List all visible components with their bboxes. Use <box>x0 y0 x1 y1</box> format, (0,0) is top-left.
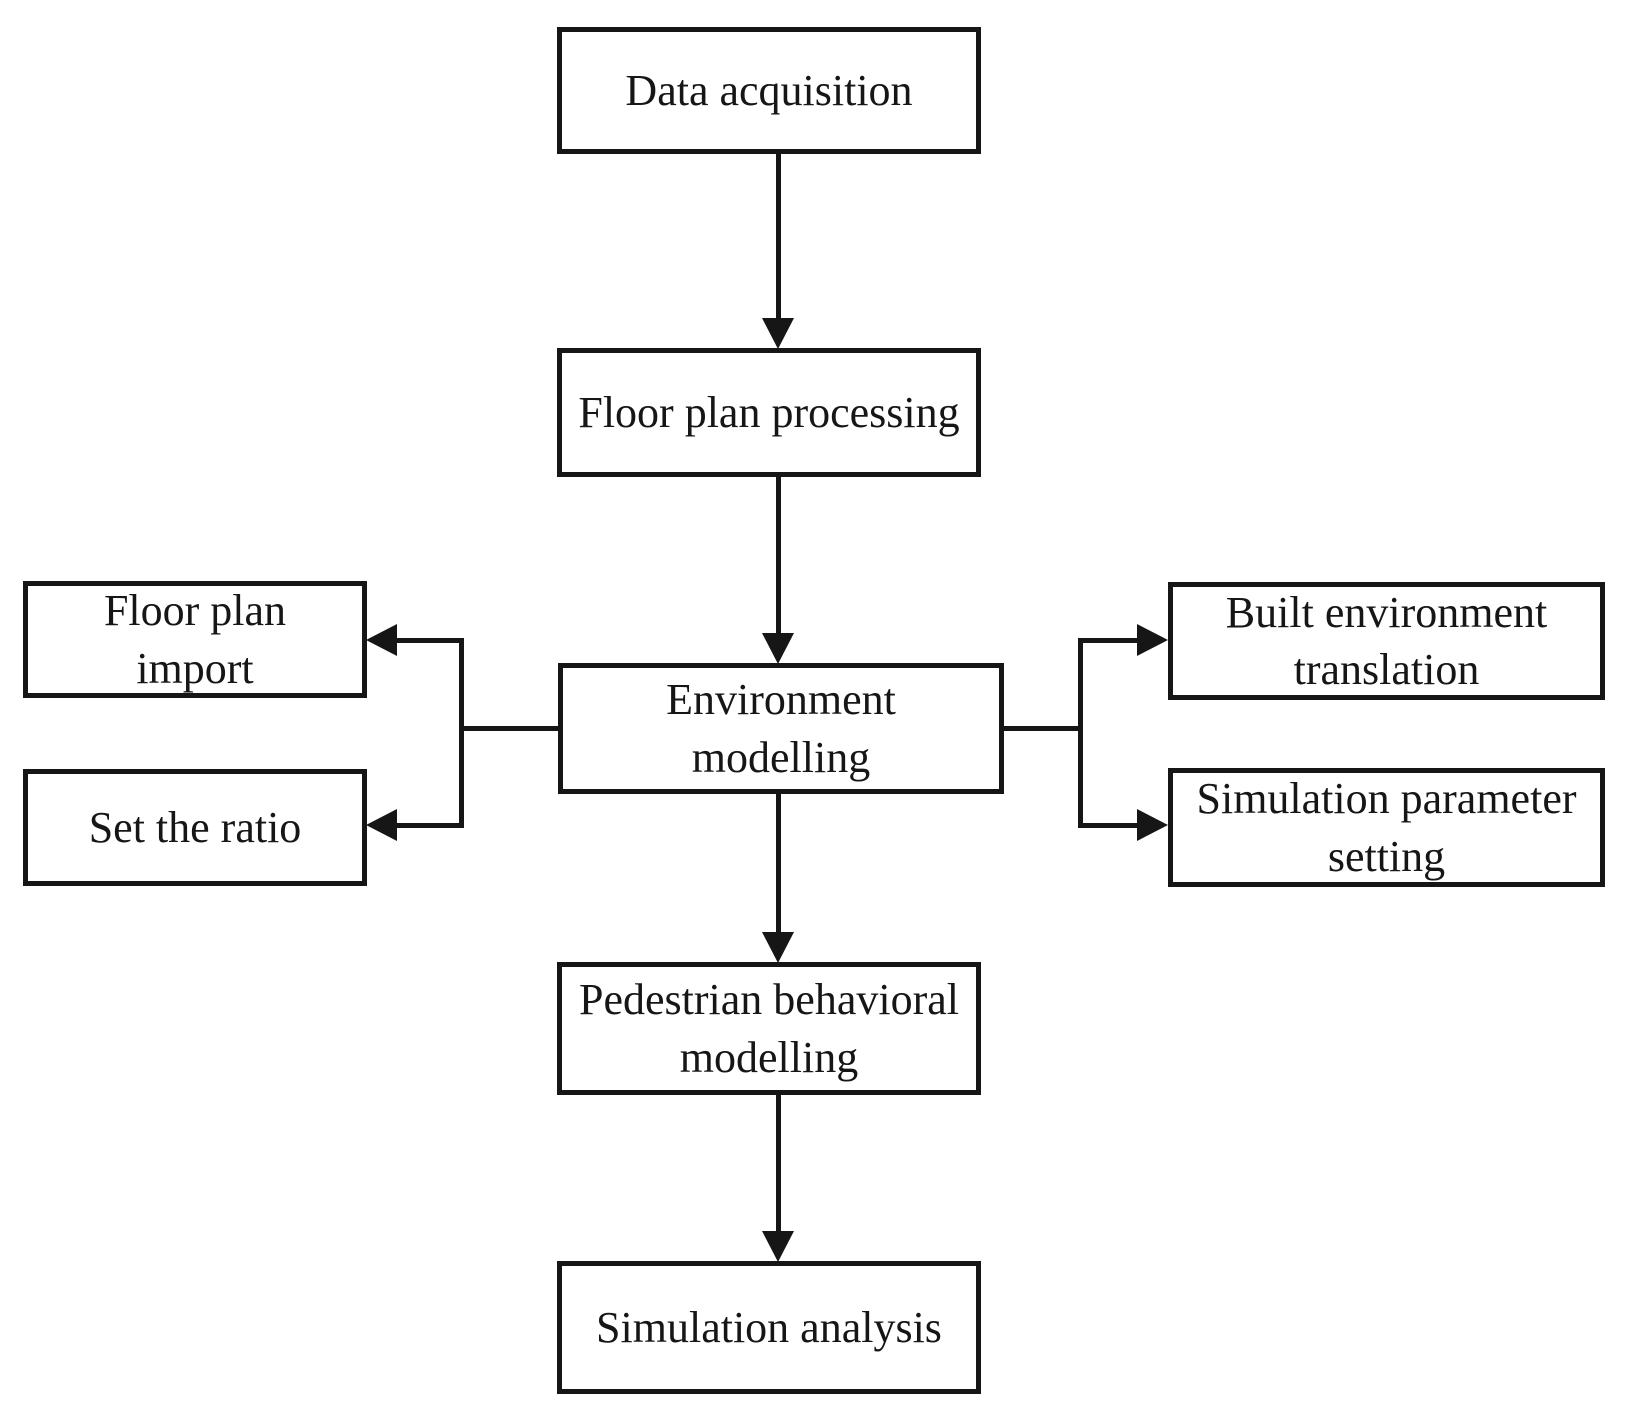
node-simulation-parameter-setting: Simulation parameter setting <box>1168 768 1605 887</box>
node-floor-plan-import: Floor plan import <box>23 581 367 698</box>
arrowhead-down-icon <box>762 932 794 963</box>
node-environment-modelling: Environment modelling <box>558 663 1004 794</box>
arrowhead-down-icon <box>762 633 794 664</box>
arrowhead-right-icon <box>1137 809 1168 841</box>
node-set-the-ratio: Set the ratio <box>23 769 367 886</box>
node-label: Simulation parameter setting <box>1196 774 1577 881</box>
node-floor-plan-processing: Floor plan processing <box>557 348 981 477</box>
edge-line-processing-to-environment <box>776 477 781 635</box>
edge-line-to-floor-plan-import <box>396 638 464 643</box>
edge-line-environment-to-pedestrian <box>776 794 781 934</box>
node-label: Set the ratio <box>88 802 302 852</box>
edge-line-left-branch-vertical <box>459 638 464 828</box>
node-pedestrian-behavioral-modelling: Pedestrian behavioral modelling <box>557 962 981 1095</box>
node-simulation-analysis: Simulation analysis <box>557 1261 981 1394</box>
node-label: Floor plan processing <box>578 387 960 437</box>
node-label: Floor plan import <box>103 586 287 693</box>
edge-line-environment-right-stub <box>1004 726 1080 731</box>
edge-line-pedestrian-to-analysis <box>776 1095 781 1233</box>
node-label: Simulation analysis <box>596 1302 942 1352</box>
arrowhead-left-icon <box>366 809 397 841</box>
edge-line-to-set-the-ratio <box>396 823 464 828</box>
edge-line-to-built-environment-translation <box>1078 638 1138 643</box>
node-built-environment-translation: Built environment translation <box>1168 582 1605 700</box>
edge-line-to-simulation-parameter-setting <box>1078 823 1138 828</box>
arrowhead-right-icon <box>1137 624 1168 656</box>
arrowhead-down-icon <box>762 318 794 349</box>
edge-line-environment-left-stub <box>461 726 558 731</box>
node-data-acquisition: Data acquisition <box>557 27 981 154</box>
edge-line-right-branch-vertical <box>1078 638 1083 828</box>
arrowhead-left-icon <box>366 624 397 656</box>
node-label: Pedestrian behavioral modelling <box>579 975 959 1082</box>
arrowhead-down-icon <box>762 1231 794 1262</box>
node-label: Environment modelling <box>666 675 896 782</box>
node-label: Built environment translation <box>1225 587 1548 694</box>
edge-line-data-to-processing <box>776 154 781 320</box>
node-label: Data acquisition <box>625 65 913 115</box>
